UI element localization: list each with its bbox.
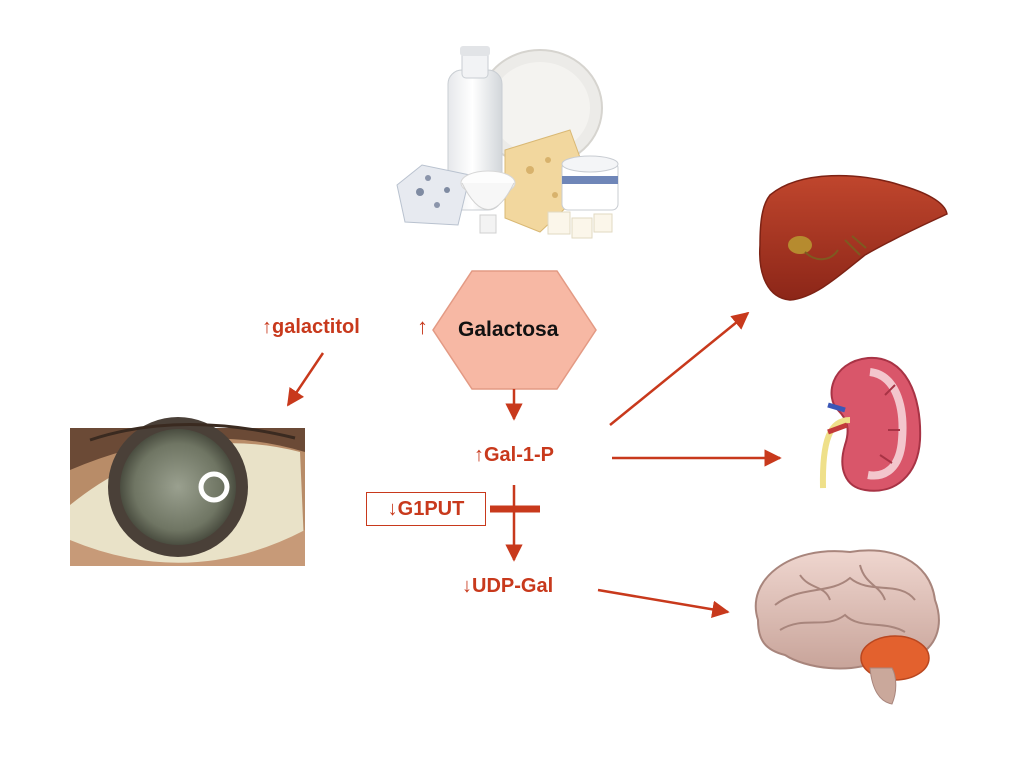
dairy-products-image: [396, 46, 619, 239]
liver-image: [759, 174, 948, 301]
arrow-galactitol-to-eye: [286, 352, 325, 407]
eye-cataract-image: [70, 417, 305, 566]
brain-image: [754, 549, 940, 705]
udpgal-label: ↓UDP-Gal: [462, 575, 554, 597]
arrow-udpgal-to-brain: [597, 588, 730, 618]
galactosa-increase-arrow: ↑: [417, 314, 428, 339]
galactosa-hexagon: [432, 270, 597, 390]
galactitol-label: ↑galactitol: [262, 316, 360, 338]
gal1p-label: ↑Gal-1-P: [474, 444, 555, 466]
arrow-gal1p-to-liver: [609, 311, 750, 426]
galactosa-label: Galactosa: [458, 318, 559, 341]
kidney-image: [819, 356, 922, 492]
g1put-label: ↓G1PUT: [366, 492, 486, 526]
